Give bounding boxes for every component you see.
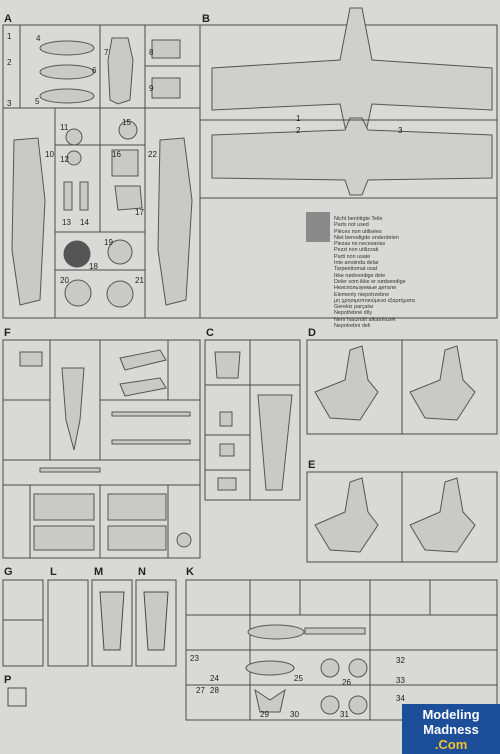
part-number: 22 — [148, 150, 157, 159]
sprue-m-frame — [91, 579, 133, 667]
part-number: 16 — [112, 150, 121, 159]
sprue-label-e: E — [308, 459, 316, 471]
sprue-label-m: M — [94, 566, 104, 578]
part-number: 14 — [80, 218, 89, 227]
logo-line-2: Madness — [423, 722, 479, 737]
part-number: 34 — [396, 694, 405, 703]
part-number: 3 — [7, 99, 12, 108]
part-number: 26 — [342, 678, 351, 687]
sprue-f-frame — [2, 339, 201, 559]
modeling-madness-logo: Modeling Madness .Com — [402, 704, 500, 754]
part-number: 18 — [89, 262, 98, 271]
part-number: 6 — [92, 66, 97, 75]
sprue-g-frame — [2, 579, 44, 667]
part-number: 15 — [122, 118, 131, 127]
legend-line: Pezzi non utilizzati — [334, 247, 379, 254]
legend-line: Gerekiz parçalar — [334, 304, 374, 311]
part-number: 27 — [196, 686, 205, 695]
part-number: 19 — [104, 238, 113, 247]
logo-line-3: .Com — [434, 737, 468, 752]
part-number: 2 — [296, 126, 301, 135]
part-number: 5 — [35, 97, 40, 106]
part-number: 20 — [60, 276, 69, 285]
sprue-n-frame — [135, 579, 177, 667]
sprue-label-p: P — [4, 674, 12, 686]
legend-line: μη χρησιμοποιούμενα εξαρτήματα — [334, 297, 415, 304]
sprue-c-frame — [204, 339, 301, 501]
sprue-label-f: F — [4, 327, 11, 339]
legend-line: Pièces non utilisées — [334, 228, 382, 235]
part-number: 2 — [7, 58, 12, 67]
part-number: 12 — [60, 155, 69, 164]
part-number: 13 — [62, 218, 71, 227]
part-number: 28 — [210, 686, 219, 695]
part-number: 11 — [60, 123, 69, 132]
sprue-label-c: C — [206, 327, 214, 339]
sprue-label-n: N — [138, 566, 146, 578]
legend-line: Parts not used — [334, 222, 369, 229]
part-number: 7 — [104, 48, 109, 57]
legend-line: Tarpeettomat osat — [334, 266, 378, 273]
legend-line: Parti non usate — [334, 253, 371, 260]
part-number: 8 — [149, 48, 154, 57]
part-number: 21 — [135, 276, 144, 285]
part-number: 17 — [135, 208, 144, 217]
legend-line: Elementy niepotrzebne — [334, 291, 390, 298]
part-number: 24 — [210, 674, 219, 683]
part-number: 3 — [398, 126, 403, 135]
legend-line: Ikke nødvendige dele — [334, 272, 386, 279]
legend-line: Niet benodigde onderdelen — [334, 234, 399, 241]
legend-line: Nepotrebni deli — [334, 323, 371, 330]
part-number: 33 — [396, 676, 405, 685]
part-number: 32 — [396, 656, 405, 665]
not-used-swatch — [306, 212, 330, 242]
part-number: 10 — [45, 150, 54, 159]
part-number: 31 — [340, 710, 349, 719]
logo-line-1: Modeling — [422, 707, 480, 722]
legend-line: Неиспользуемые детали — [334, 285, 396, 292]
part-number: 23 — [190, 654, 199, 663]
sprue-label-d: D — [308, 327, 316, 339]
legend-line: Nepotřebné díly — [334, 310, 373, 317]
part-number: 1 — [296, 114, 301, 123]
legend-line: Nem használt alkatrészek — [334, 316, 396, 323]
part-number: 29 — [260, 710, 269, 719]
legend-line: Nicht benötigte Teile — [334, 216, 383, 222]
sprue-l-frame — [47, 579, 89, 667]
part-number: 1 — [7, 32, 12, 41]
parts-not-used-legend: Nicht benötigte Teile Parts not used Piè… — [334, 216, 464, 329]
sprue-label-l: L — [50, 566, 57, 578]
sprue-label-k: K — [186, 566, 194, 578]
part-number: 9 — [149, 84, 154, 93]
sprue-p-frame — [7, 687, 27, 707]
legend-line: Deler som ikke er nødvendige — [334, 278, 406, 285]
legend-line: Piezas no necesarias — [334, 241, 386, 248]
part-number: 25 — [294, 674, 303, 683]
part-number: 4 — [36, 34, 41, 43]
part-number: 30 — [290, 710, 299, 719]
sprue-label-g: G — [4, 566, 13, 578]
sprue-label-b: B — [202, 13, 210, 25]
sprue-label-a: A — [4, 13, 12, 25]
legend-line: Inte använda delar — [334, 260, 379, 267]
